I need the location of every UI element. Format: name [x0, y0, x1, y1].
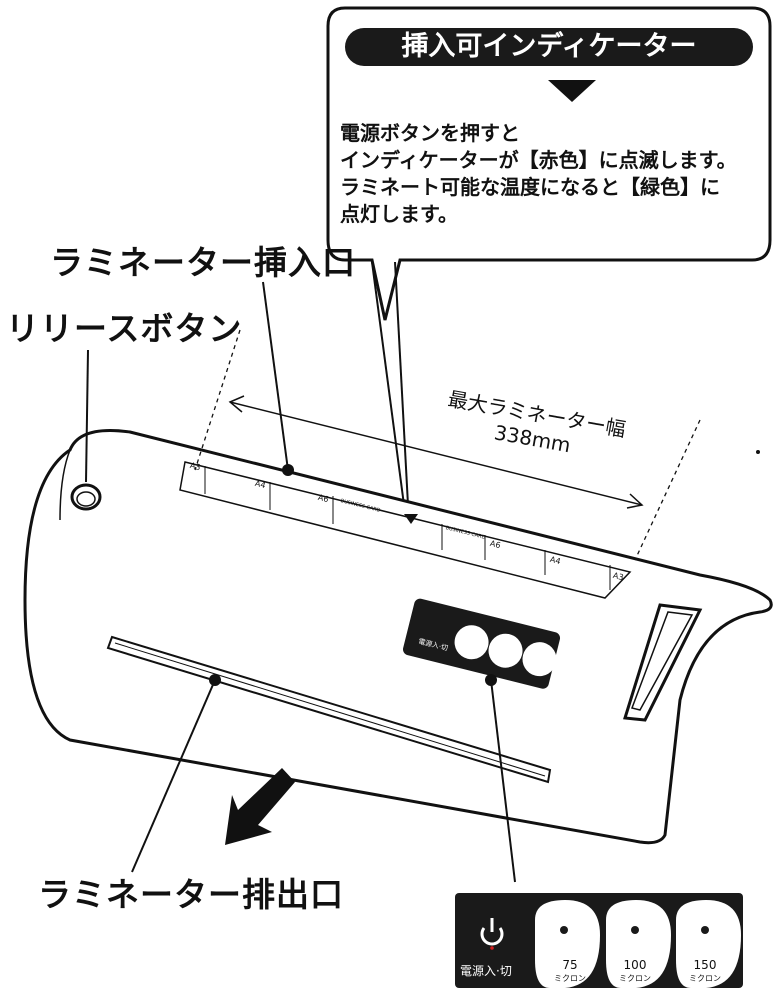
thickness-150-value: 150	[693, 958, 717, 972]
thickness-100-unit: ミクロン	[619, 974, 651, 983]
thickness-75-button	[535, 900, 600, 988]
body-control-panel	[402, 598, 561, 689]
thickness-150-unit: ミクロン	[689, 974, 721, 983]
inlet-label: ラミネーター挿入口	[50, 243, 356, 282]
outlet-label: ラミネーター排出口	[38, 875, 344, 914]
eject-arrow-icon	[225, 768, 295, 845]
callout-bubble	[326, 6, 772, 321]
thickness-100-value: 100	[623, 958, 647, 972]
callout-description: 電源ボタンを押すと インディケーターが【赤色】に点滅します。 ラミネート可能な温…	[340, 120, 770, 228]
thickness-75-unit: ミクロン	[554, 974, 586, 983]
callout-line: 点灯します。	[340, 202, 458, 226]
release-button-label: リリースボタン	[6, 309, 243, 348]
inlet-guide	[179, 461, 632, 599]
thickness-75-value: 75	[562, 958, 578, 972]
width-dimension-arrow	[229, 401, 643, 506]
thickness-150-button	[676, 900, 741, 988]
callout-line: インディケーターが【赤色】に点滅します。	[340, 148, 737, 172]
laminator-body	[23, 428, 773, 845]
indicator-banner: 挿入可インディケーター	[345, 28, 753, 66]
callout-line: 電源ボタンを押すと	[340, 121, 520, 145]
thickness-100-button	[606, 900, 671, 988]
callout-line: ラミネート可能な温度になると【緑色】に	[340, 175, 720, 199]
indicator-leader-line	[371, 261, 405, 506]
power-label: 電源入·切	[460, 964, 512, 978]
indicator-mark-icon	[404, 514, 418, 524]
down-arrow-icon	[548, 80, 596, 102]
power-icon	[480, 918, 504, 946]
